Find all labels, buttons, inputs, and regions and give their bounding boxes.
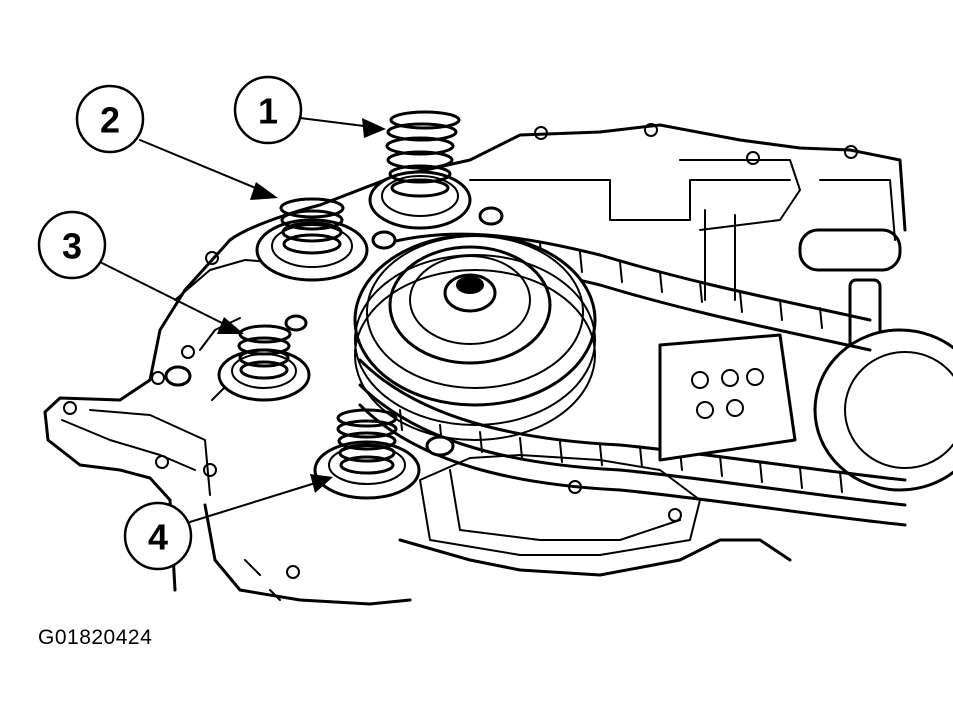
valve-body	[469, 159, 902, 352]
spring-3	[217, 324, 311, 402]
sprocket	[353, 233, 597, 441]
callout-2-label: 2	[100, 100, 120, 141]
callout-1: 1	[233, 75, 303, 145]
arrow-2-icon	[250, 182, 278, 200]
arrow-3-icon	[217, 317, 244, 334]
spring-1	[368, 110, 472, 230]
arrow-1-icon	[362, 118, 386, 138]
separator-plate	[658, 333, 797, 462]
callout-3: 3	[37, 210, 107, 280]
callout-1-label: 1	[258, 91, 278, 132]
callout-4: 4	[123, 501, 193, 571]
leader-lines	[99, 117, 386, 523]
spring-4	[313, 408, 421, 500]
figure-id: G01820424	[38, 626, 153, 649]
drum	[813, 328, 953, 492]
callout-3-label: 3	[62, 226, 82, 267]
spring-2	[255, 197, 369, 282]
callout-2: 2	[75, 84, 145, 154]
bolt-holes	[63, 123, 858, 579]
callout-4-label: 4	[148, 517, 168, 558]
pins	[164, 206, 504, 457]
arrow-4-icon	[310, 474, 333, 493]
